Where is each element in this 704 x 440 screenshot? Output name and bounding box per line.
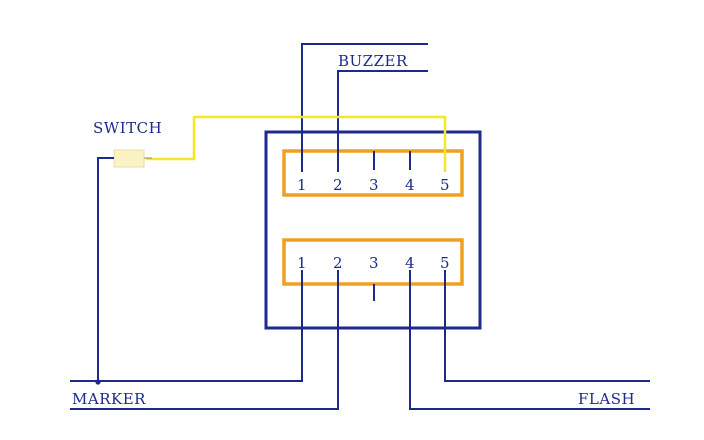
bottom-pin-number: 3 [369, 254, 379, 272]
bottom-pin-number: 1 [297, 254, 307, 272]
buzzer-wire-1 [301, 43, 428, 172]
marker-lower-wire [70, 270, 339, 410]
relay-housing [264, 130, 482, 330]
switch-body [113, 149, 145, 168]
top-pin-number: 2 [333, 176, 343, 194]
switch-to-marker-wire [97, 157, 114, 382]
flash-lower-wire [409, 270, 650, 410]
buzzer-wire-2 [337, 70, 428, 172]
flash-wire [444, 270, 650, 382]
marker-wire [70, 270, 303, 382]
bottom-pin-number: 4 [405, 254, 415, 272]
bottom-pin-number: 5 [440, 254, 450, 272]
bottom-pin-number: 2 [333, 254, 343, 272]
top-pin-number: 5 [440, 176, 450, 194]
marker-label: MARKER [72, 390, 146, 408]
top-pin-number: 1 [297, 176, 307, 194]
buzzer-label: BUZZER [338, 52, 408, 70]
switch-wire [146, 115, 447, 172]
top-pin-number: 3 [369, 176, 379, 194]
switch-label: SWITCH [93, 119, 162, 137]
flash-label: FLASH [578, 390, 635, 408]
top-pin-number: 4 [405, 176, 415, 194]
